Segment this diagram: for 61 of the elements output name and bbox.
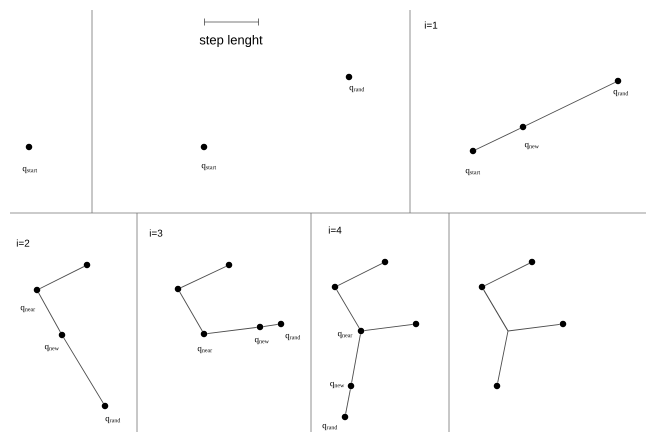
point [348, 382, 354, 390]
point [256, 324, 264, 330]
step-label: i=3 [150, 229, 162, 237]
point [528, 258, 536, 266]
point [26, 144, 32, 150]
point [412, 320, 420, 328]
tree-edge [336, 290, 360, 328]
dimension-label: step lenght [200, 34, 263, 48]
point [34, 286, 40, 294]
point [346, 74, 352, 80]
point [478, 284, 486, 290]
point [174, 286, 182, 292]
point-label: q$_{rand}$ [286, 334, 300, 340]
tree-edge [483, 290, 508, 384]
tree-edge [476, 128, 520, 150]
point-label: q$_{start}$ [466, 168, 480, 176]
tree-edge [338, 263, 382, 286]
point-label: q$_{rand}$ [350, 86, 364, 92]
point [332, 284, 338, 290]
point [358, 328, 364, 334]
point [560, 320, 566, 328]
point [84, 262, 90, 268]
tree-edge [206, 326, 258, 334]
step-label: i=2 [16, 239, 30, 247]
point [470, 148, 476, 154]
tree-edge [179, 292, 203, 332]
point-label: q$_{rand}$ [106, 416, 120, 424]
point [382, 258, 388, 266]
point-label: q$_{new}$ [524, 142, 539, 150]
tree-edge [180, 266, 226, 288]
point [520, 124, 526, 130]
point-label: q$_{new}$ [330, 382, 344, 388]
point-label: q$_{start}$ [22, 166, 38, 174]
tree-edge [484, 263, 530, 286]
point-label: q$_{new}$ [254, 338, 269, 344]
tree-edge [526, 82, 616, 126]
point [226, 262, 232, 268]
point [614, 78, 622, 84]
tree-edge [262, 324, 278, 327]
point-label: q$_{new}$ [44, 344, 59, 352]
point-label: q$_{rand}$ [614, 90, 628, 96]
point [102, 402, 108, 410]
tree-edge [345, 388, 351, 414]
step-label: i=4 [328, 226, 342, 234]
point [342, 414, 348, 420]
point [200, 144, 208, 150]
tree-edge [38, 292, 61, 332]
tree-edge [63, 338, 104, 404]
step-label: i=1 [424, 21, 438, 29]
point [58, 332, 66, 338]
point-label: q$_{start}$ [202, 164, 216, 170]
tree-edge [351, 334, 361, 384]
point-label: q$_{near}$ [20, 306, 36, 312]
point [278, 320, 284, 328]
tree-edge [364, 324, 414, 332]
point-label: q$_{near}$ [338, 332, 352, 338]
point-label: q$_{near}$ [198, 346, 212, 354]
point [200, 330, 208, 338]
tree-edge [40, 266, 84, 289]
point-label: q$_{rand}$ [322, 424, 338, 430]
point [494, 382, 500, 390]
